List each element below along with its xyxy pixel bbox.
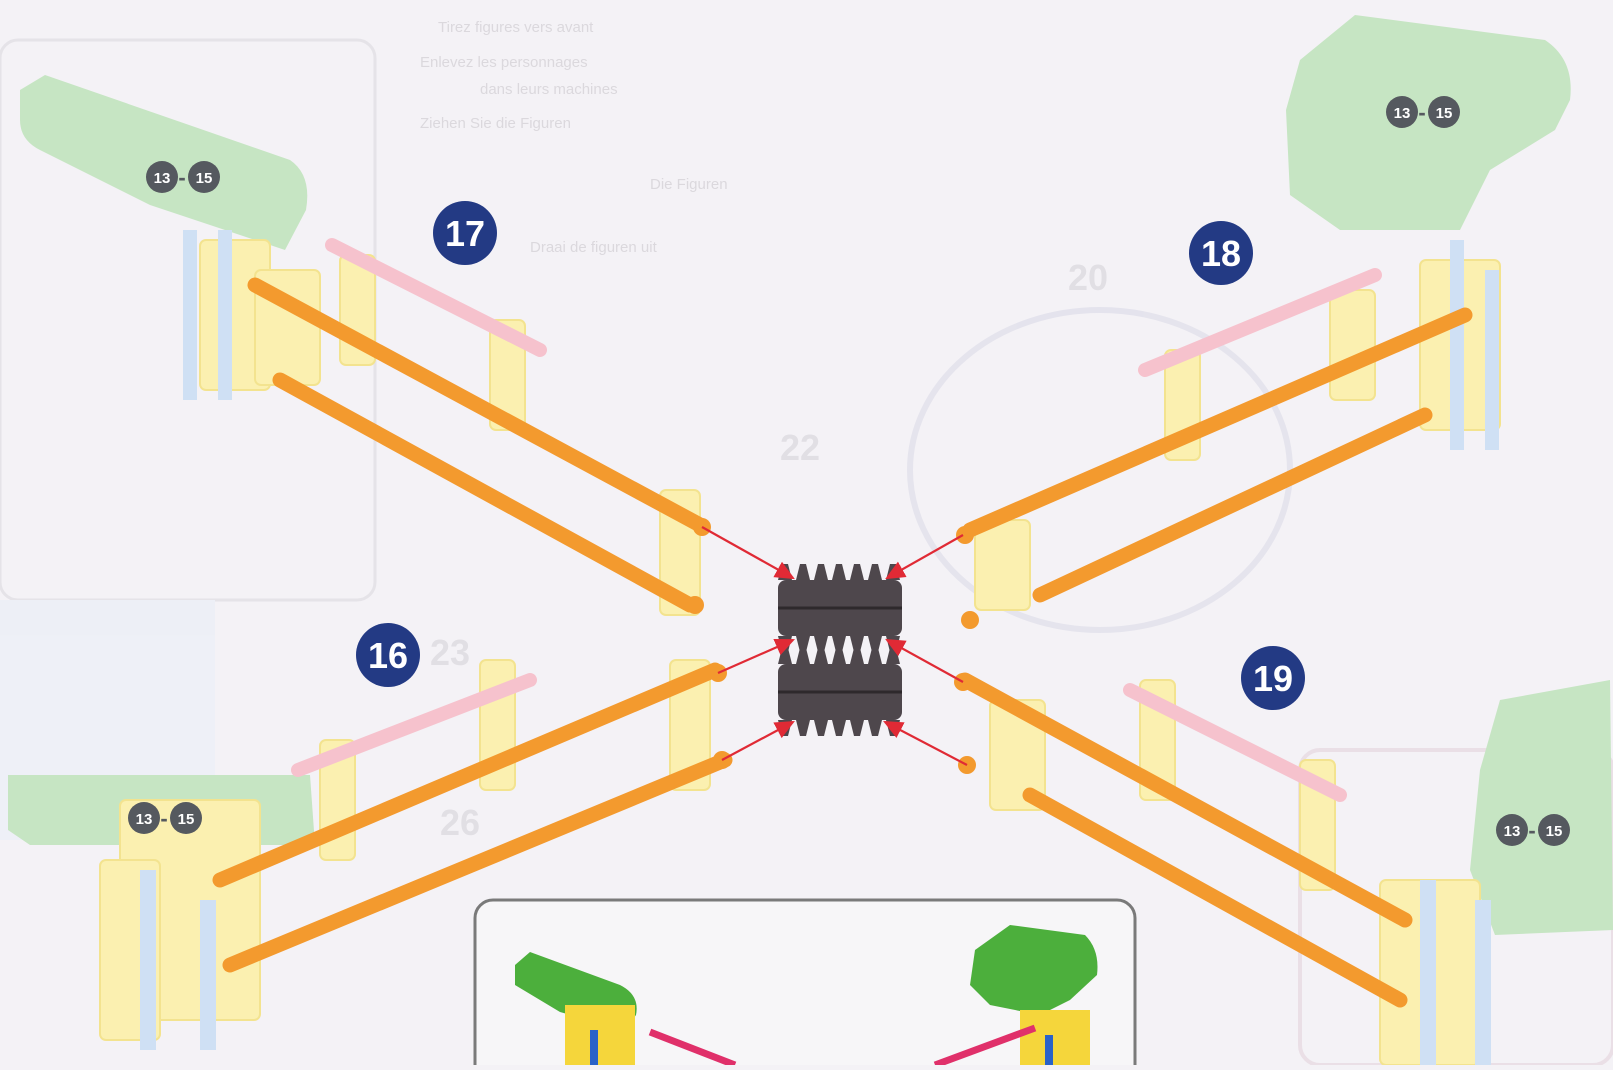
step-badge-18: 18 — [1189, 221, 1253, 285]
range-dash: - — [178, 165, 185, 190]
axle-stub-br-2 — [1475, 900, 1491, 1065]
range-to: 15 — [178, 811, 195, 828]
range-from: 13 — [154, 170, 171, 187]
axle-stub-bl-1 — [140, 870, 156, 1050]
green-part-bottom-right — [1470, 680, 1613, 935]
faded-text-2: Enlevez les personnages — [420, 54, 588, 71]
step-number: 19 — [1253, 658, 1293, 699]
axle-stub-tr-2 — [1485, 270, 1499, 450]
axle-stub-bl-2 — [200, 900, 216, 1050]
range-from: 13 — [136, 811, 153, 828]
gear-tooth — [796, 564, 810, 580]
range-dash: - — [1418, 100, 1425, 125]
gear-tooth — [832, 648, 846, 664]
range-to: 15 — [1546, 823, 1563, 840]
green-part-top-right — [1286, 15, 1571, 230]
rod-end-2 — [686, 596, 704, 614]
range-to: 15 — [1436, 105, 1453, 122]
range-label-bottom-left: 13 - 15 — [128, 802, 202, 834]
axle-stub-tr-1 — [1450, 240, 1464, 450]
faded-text-1: Tirez figures vers avant — [438, 19, 594, 36]
axle-stub-tl-2 — [218, 230, 232, 400]
inset-blue-right — [1045, 1035, 1053, 1065]
gear-tooth — [850, 564, 864, 580]
inset-preview-panel — [475, 900, 1135, 1065]
step-badge-17: 17 — [433, 201, 497, 265]
faded-step-26: 26 — [440, 802, 480, 843]
gear-tooth — [796, 720, 810, 736]
gear-tooth — [868, 720, 882, 736]
step-number: 18 — [1201, 233, 1241, 274]
rod-step-18-lower — [1040, 415, 1425, 595]
gear-tooth — [832, 564, 846, 580]
range-from: 13 — [1394, 105, 1411, 122]
faded-text-4: Ziehen Sie die Figuren — [420, 115, 571, 132]
step-badge-16: 16 — [356, 623, 420, 687]
range-label-top-right: 13 - 15 — [1386, 96, 1460, 128]
gear-tooth — [814, 564, 828, 580]
inset-blue-left — [590, 1030, 598, 1065]
gear-tooth — [814, 720, 828, 736]
gear-tooth — [886, 648, 900, 664]
faded-step-22: 22 — [780, 427, 820, 468]
gear-tooth — [832, 720, 846, 736]
rod-end-4 — [961, 611, 979, 629]
step-badge-19: 19 — [1241, 646, 1305, 710]
range-label-top-left: 13 - 15 — [146, 161, 220, 193]
gear-tooth — [778, 648, 792, 664]
axle-stub-br-1 — [1420, 880, 1436, 1065]
axle-stub-tl-1 — [183, 230, 197, 400]
rod-end-3 — [956, 526, 974, 544]
rod-ends — [686, 518, 979, 774]
step-number: 17 — [445, 213, 485, 254]
gear-bottom — [778, 648, 902, 736]
gear-tooth — [814, 648, 828, 664]
inset-yellow-left — [565, 1005, 635, 1065]
gear-tooth — [796, 648, 810, 664]
arrow-icon — [885, 722, 967, 765]
connector-tr-2 — [1330, 290, 1375, 400]
arrow-icon — [702, 527, 793, 578]
faded-step-20: 20 — [1068, 257, 1108, 298]
range-label-bottom-right: 13 - 15 — [1496, 814, 1570, 846]
gear-tooth — [850, 720, 864, 736]
faded-text-6: Draai de figuren uit — [530, 239, 658, 256]
range-dash: - — [1528, 818, 1535, 843]
faded-text-5: Die Figuren — [650, 176, 728, 193]
arrow-icon — [722, 722, 793, 760]
step-number: 16 — [368, 635, 408, 676]
inset-yellow-right — [1020, 1010, 1090, 1065]
range-from: 13 — [1504, 823, 1521, 840]
gear-tooth — [868, 648, 882, 664]
green-parts — [8, 15, 1613, 935]
range-to: 15 — [196, 170, 213, 187]
connector-tr-4 — [975, 520, 1030, 610]
gear-tooth — [868, 564, 882, 580]
faded-text-3: dans leurs machines — [480, 81, 618, 98]
faded-step-23: 23 — [430, 632, 470, 673]
gear-tooth — [850, 648, 864, 664]
range-dash: - — [160, 806, 167, 831]
gear-top — [778, 564, 902, 652]
